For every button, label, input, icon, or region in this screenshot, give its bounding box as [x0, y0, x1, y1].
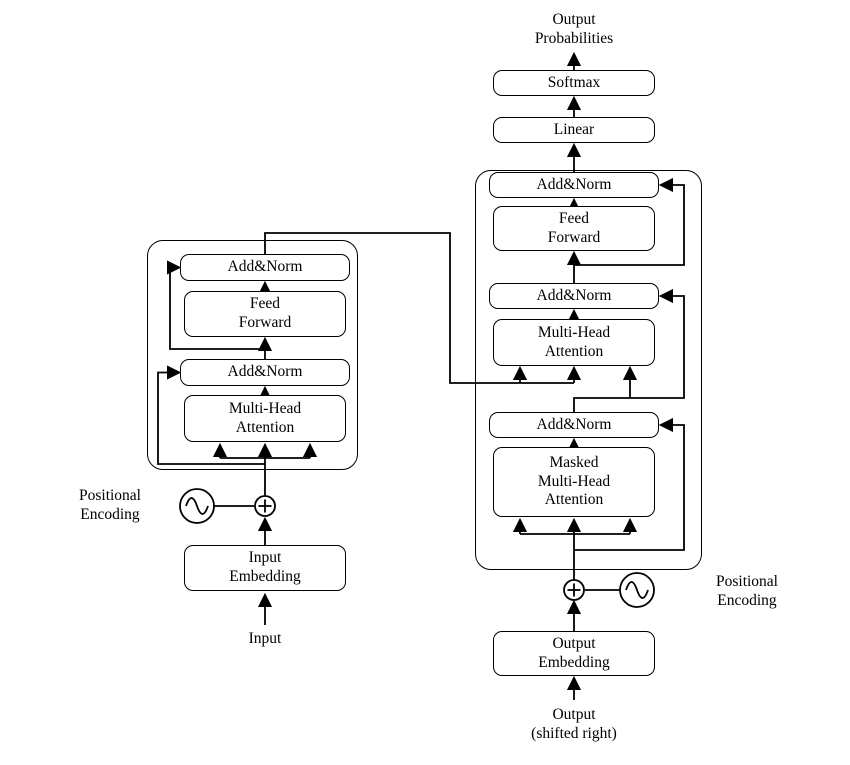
encoder-add-norm-upper-box: Add&Norm [180, 254, 350, 281]
positional-encoding-right-label: Positional Encoding [715, 572, 778, 609]
encoder-residual-lower [157, 365, 265, 465]
encoder-feed-forward-box: Feed Forward [184, 291, 346, 337]
output-probabilities-label: Output Probabilities [534, 10, 614, 47]
decoder-residual-lower [574, 417, 685, 551]
positional-encoding-left-label: Positional Encoding [78, 486, 141, 523]
output-label: Output (shifted right) [531, 705, 617, 742]
decoder-add-norm-middle-box: Add&Norm [489, 283, 659, 309]
add-icon-left [254, 495, 276, 517]
sine-wave-icon-right [619, 572, 655, 608]
decoder-residual-upper [574, 177, 685, 266]
encoder-multi-head-attention-box: Multi-Head Attention [184, 395, 346, 442]
decoder-residual-middle [573, 288, 685, 416]
output-embedding-box: Output Embedding [493, 631, 655, 676]
decoder-feed-forward-box: Feed Forward [493, 206, 655, 251]
decoder-flow-lines [512, 51, 685, 700]
sine-wave-icon-left [179, 488, 215, 524]
input-label: Input [248, 630, 282, 648]
decoder-add-norm-lower-box: Add&Norm [489, 412, 659, 438]
encoder-residual-upper [166, 260, 265, 350]
add-icon-right [563, 579, 585, 601]
masked-multi-head-attention-box: Masked Multi-Head Attention [493, 447, 655, 517]
softmax-box: Softmax [493, 70, 655, 96]
input-embedding-box: Input Embedding [184, 545, 346, 591]
decoder-container [475, 170, 702, 570]
linear-box: Linear [493, 117, 655, 143]
encoder-container [147, 240, 358, 470]
encoder-decoder-connection [264, 232, 582, 384]
decoder-add-norm-upper-box: Add&Norm [489, 172, 659, 198]
decoder-multi-head-attention-box: Multi-Head Attention [493, 319, 655, 366]
encoder-add-norm-lower-box: Add&Norm [180, 359, 350, 386]
